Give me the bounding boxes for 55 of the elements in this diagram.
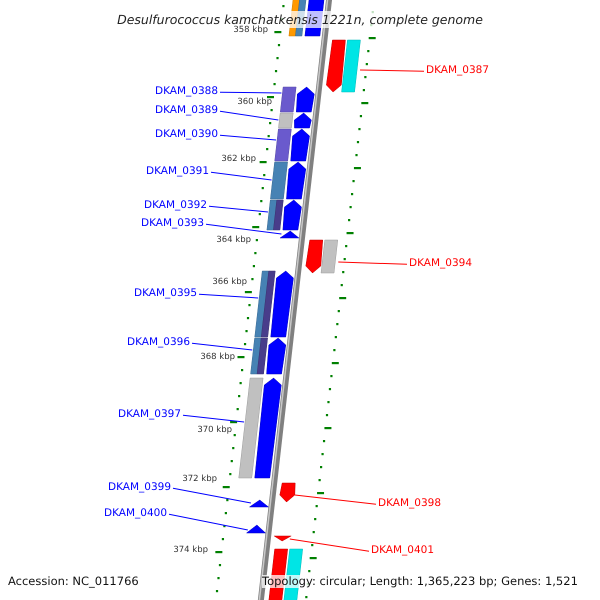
gene-label: DKAM_0394 bbox=[409, 258, 472, 270]
gene-label: DKAM_0397 bbox=[118, 408, 181, 420]
scale-label: 364 kbp bbox=[216, 236, 251, 246]
gene-feature bbox=[280, 482, 296, 502]
gene-feature bbox=[246, 524, 266, 534]
gene-feature bbox=[326, 40, 361, 92]
gene-label: DKAM_0396 bbox=[127, 336, 190, 348]
leader-line bbox=[192, 342, 253, 350]
gene-feature bbox=[280, 86, 315, 112]
gene-label: DKAM_0398 bbox=[378, 498, 441, 510]
scale-label: 358 kbp bbox=[233, 26, 268, 36]
gene-label: DKAM_0399 bbox=[108, 482, 171, 494]
gene-label: DKAM_0392 bbox=[144, 200, 207, 212]
gene-feature bbox=[254, 270, 294, 338]
gene-label: DKAM_0393 bbox=[141, 218, 204, 230]
gene-label: DKAM_0389 bbox=[155, 104, 218, 116]
scale-label: 372 kbp bbox=[182, 475, 217, 484]
leader-line bbox=[220, 92, 282, 94]
leader-line bbox=[338, 262, 408, 265]
leader-line bbox=[289, 538, 370, 552]
scale-label: 366 kbp bbox=[212, 278, 247, 288]
gene-feature bbox=[270, 162, 306, 200]
leader-line bbox=[210, 172, 272, 180]
gene-feature bbox=[274, 536, 292, 542]
gene-label: DKAM_0388 bbox=[155, 86, 218, 98]
leader-line bbox=[294, 494, 376, 505]
scale-label: 370 kbp bbox=[197, 426, 232, 436]
leader-line bbox=[168, 514, 248, 530]
gene-feature bbox=[250, 338, 286, 374]
gene-label: DKAM_0387 bbox=[426, 64, 489, 76]
leader-line bbox=[208, 206, 268, 212]
gene-feature bbox=[278, 112, 312, 128]
gene-label: DKAM_0391 bbox=[146, 166, 209, 178]
accession-text: Accession: NC_011766 bbox=[8, 575, 139, 588]
gene-feature bbox=[266, 200, 302, 230]
scale-label: 374 kbp bbox=[173, 546, 208, 556]
leader-line bbox=[220, 110, 279, 120]
gene-label: DKAM_0401 bbox=[371, 544, 434, 556]
gene-label: DKAM_0400 bbox=[104, 508, 167, 520]
gene-feature bbox=[274, 128, 310, 162]
gene-feature bbox=[249, 500, 269, 508]
gene-label: DKAM_0395 bbox=[134, 288, 197, 300]
leader-line bbox=[182, 414, 245, 422]
gene-feature bbox=[306, 240, 338, 274]
leader-line bbox=[172, 488, 252, 504]
scale-label: 368 kbp bbox=[200, 353, 235, 362]
scale-label: 362 kbp bbox=[221, 155, 256, 164]
gene-label: DKAM_0390 bbox=[155, 128, 218, 140]
leader-line bbox=[360, 70, 424, 72]
genome-info-text: Topology: circular; Length: 1,365,223 bp; Genes: 1,521 bbox=[262, 575, 578, 588]
scale-label: 360 kbp bbox=[237, 98, 272, 108]
leader-line bbox=[198, 294, 259, 298]
gene-feature bbox=[238, 378, 282, 478]
leader-line bbox=[206, 224, 282, 234]
leader-line bbox=[220, 134, 277, 140]
